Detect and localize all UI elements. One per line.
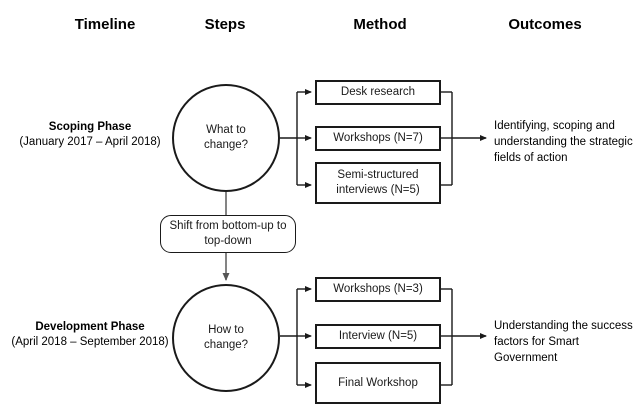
transition-line-2: to top-down [204, 220, 287, 247]
method-box-interview-n5: Interview (N=5) [315, 324, 441, 349]
step-circle-what-to-change: What to change? [172, 84, 280, 192]
timeline-label-development-phase: Development Phase (April 2018 – Septembe… [2, 320, 178, 350]
column-header-steps: Steps [204, 16, 246, 33]
timeline-label-scoping-phase: Scoping Phase (January 2017 – April 2018… [2, 120, 178, 150]
outcome-line-3: fields of action [494, 152, 568, 164]
outcome-line-2: understanding the strategic [494, 136, 633, 148]
column-header-outcomes: Outcomes [508, 16, 582, 33]
method-box-line-2: interviews (N=5) [336, 184, 420, 196]
connector-scoping-method-to-outcome [441, 91, 487, 186]
connector-development-steps-to-method [280, 286, 312, 388]
connector-development-method-to-outcome [441, 288, 487, 386]
column-header-timeline: Timeline [74, 16, 136, 33]
method-box-line-1: Interview (N=5) [338, 330, 418, 342]
phase-period: (April 2018 – September 2018) [11, 336, 169, 348]
phase-period: (January 2017 – April 2018) [19, 136, 161, 148]
method-box-workshops-n3: Workshops (N=3) [315, 277, 441, 302]
method-box-final-workshop: Final Workshop [315, 362, 441, 404]
outcome-line-1: Understanding the success [494, 320, 633, 332]
method-box-desk-research: Desk research [315, 80, 441, 105]
step-circle-line-1: How to [208, 324, 244, 336]
method-box-semi-structured-interviews: Semi-structured interviews (N=5) [315, 162, 441, 204]
method-box-line-1: Final Workshop [338, 376, 418, 389]
method-box-line-1: Workshops (N=3) [333, 283, 423, 295]
transition-line-1: Shift from bottom-up [169, 220, 274, 232]
outcome-line-2: factors for Smart [494, 336, 579, 348]
column-header-method: Method [353, 16, 407, 33]
step-circle-line-2: change? [203, 339, 249, 351]
method-box-line-1: Desk research [340, 86, 416, 98]
method-box-line-1: Semi-structured [337, 169, 419, 181]
step-circle-how-to-change: How to change? [172, 284, 280, 392]
phase-title: Development Phase [35, 321, 145, 333]
step-circle-line-2: change? [203, 139, 249, 151]
step-circle-line-1: What to [206, 124, 246, 136]
outcome-line-3: Government [494, 352, 558, 364]
outcome-text-development: Understanding the success factors for Sm… [494, 318, 638, 366]
outcome-line-1: Identifying, scoping and [494, 120, 615, 132]
method-box-line-1: Workshops (N=7) [333, 132, 423, 144]
connector-scoping-steps-to-method [280, 89, 312, 188]
transition-box-shift: Shift from bottom-up to top-down [160, 215, 296, 253]
outcome-text-scoping: Identifying, scoping and understanding t… [494, 118, 638, 166]
phase-title: Scoping Phase [48, 121, 132, 133]
method-box-workshops-n7: Workshops (N=7) [315, 126, 441, 151]
